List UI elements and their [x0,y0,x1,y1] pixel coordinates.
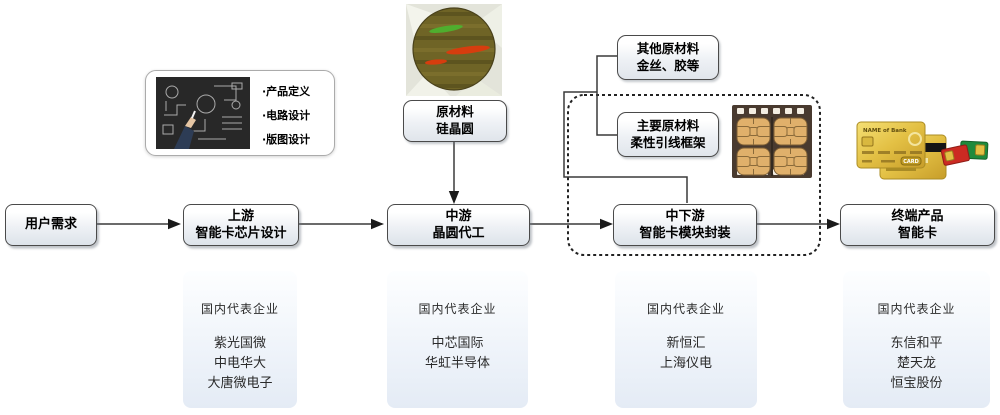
label-line: 其他原材料 [636,40,700,56]
flow-node-label: 用户需求 [24,217,77,233]
company-item: 东信和平 [890,336,943,351]
company-box-title: 国内代表企业 [877,302,956,316]
card-badge-text: CARD [903,159,919,165]
sim-card-red [940,144,970,166]
flow-node-mid-downstream: 中下游 智能卡模块封装 [613,204,757,246]
company-box-packaging: 国内代表企业 新恒汇 上海仪电 [615,271,757,408]
label-raw-material-wafer: 原材料 硅晶圆 [403,100,507,142]
company-item: 恒宝股份 [890,376,943,391]
flow-node-label: 中游 [445,208,472,224]
label-main-materials: 主要原材料 柔性引线框架 [617,112,719,157]
design-bullet: ·版图设计 [262,133,311,146]
design-bullet: ·电路设计 [262,109,311,122]
company-item: 新恒汇 [666,336,706,351]
flow-node-label: 中下游 [665,208,705,224]
circuit-blackboard-photo [156,77,250,149]
label-other-materials: 其他原材料 金丝、胶等 [617,35,719,80]
label-line: 金丝、胶等 [636,57,700,73]
design-bullet: ·产品定义 [262,85,311,98]
company-item: 楚天龙 [896,356,936,371]
flow-node-label: 智能卡芯片设计 [195,226,287,241]
card-badge [900,156,922,166]
bank-name-text: NAME of Bank [863,128,907,134]
flow-node-label: 上游 [227,208,254,224]
label-line: 柔性引线框架 [630,134,706,150]
label-line: 原材料 [436,104,474,120]
company-item: 大唐微电子 [207,376,273,391]
company-box-chip-design: 国内代表企业 紫光国微 中电华大 大唐微电子 [183,271,297,408]
company-item: 紫光国微 [213,336,266,351]
company-box-card-makers: 国内代表企业 东信和平 楚天龙 恒宝股份 [843,271,990,408]
company-box-title: 国内代表企业 [646,302,725,316]
flow-node-end-product: 终端产品 智能卡 [840,204,995,246]
module-strip-photo [732,105,812,178]
flow-node-label: 晶圆代工 [432,226,485,241]
label-line: 硅晶圆 [436,121,474,136]
chip-design-panel: ·产品定义 ·电路设计 ·版图设计 [145,70,335,156]
company-item: 上海仪电 [659,356,712,371]
company-box-title: 国内代表企业 [200,302,279,316]
flow-node-label: 终端产品 [891,208,944,224]
company-box-foundry: 国内代表企业 中芯国际 华虹半导体 [387,271,528,408]
flow-node-user-demand: 用户需求 [5,204,97,246]
smart-cards-photo: NAME of Bank CARD [853,118,995,184]
company-item: 中芯国际 [431,336,484,351]
flow-node-midstream: 中游 晶圆代工 [387,204,530,246]
flow-node-upstream: 上游 智能卡芯片设计 [183,204,299,246]
label-line: 主要原材料 [636,117,700,133]
company-item: 华虹半导体 [424,356,490,371]
bank-card-front: NAME of Bank CARD [856,121,926,169]
company-item: 中电华大 [213,356,266,371]
flow-node-label: 智能卡模块封装 [639,226,731,241]
silicon-wafer-photo [406,4,502,96]
flow-node-label: 智能卡 [897,226,937,241]
company-box-title: 国内代表企业 [418,302,497,316]
